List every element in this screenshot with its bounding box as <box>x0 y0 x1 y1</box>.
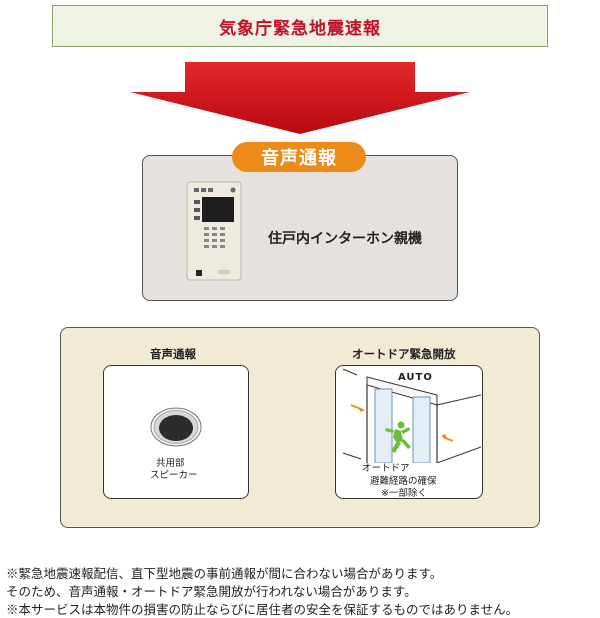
auto-sign-label: AUTO <box>398 372 433 383</box>
door-output-heading: オートドア緊急開放 <box>352 347 456 361</box>
voice-output-heading: 音声通報 <box>150 347 196 361</box>
speaker-label-line2: スピーカー <box>150 470 198 481</box>
door-label-line2: 避難経路の確保 <box>370 476 437 487</box>
footnote-3: ※本サービスは本物件の損害の防止ならびに居住者の安全を保証するものではありません… <box>6 602 519 617</box>
intercom-device-icon <box>186 181 242 281</box>
intercom-device-label: 住戸内インターホン親機 <box>268 231 422 247</box>
down-arrow-icon <box>130 62 470 134</box>
source-title: 気象庁緊急地震速報 <box>219 18 381 39</box>
footnote-1: ※緊急地震速報配信、直下型地震の事前通報が間に合わない場合があります。 <box>6 566 443 581</box>
footnote-2: そのため、音声通報・オートドア緊急開放が行われない場合があります。 <box>6 584 417 599</box>
voice-alert-badge-label: 音声通報 <box>261 148 337 169</box>
door-label-line3: ※一部除く <box>381 488 427 499</box>
speaker-label-line1: 共用部 <box>156 458 185 469</box>
voice-alert-badge: 音声通報 <box>232 142 366 172</box>
door-label-line1: オートドア <box>362 463 410 474</box>
source-box: 気象庁緊急地震速報 <box>52 5 548 47</box>
speaker-icon <box>150 407 202 447</box>
auto-door-illustration <box>342 368 481 463</box>
